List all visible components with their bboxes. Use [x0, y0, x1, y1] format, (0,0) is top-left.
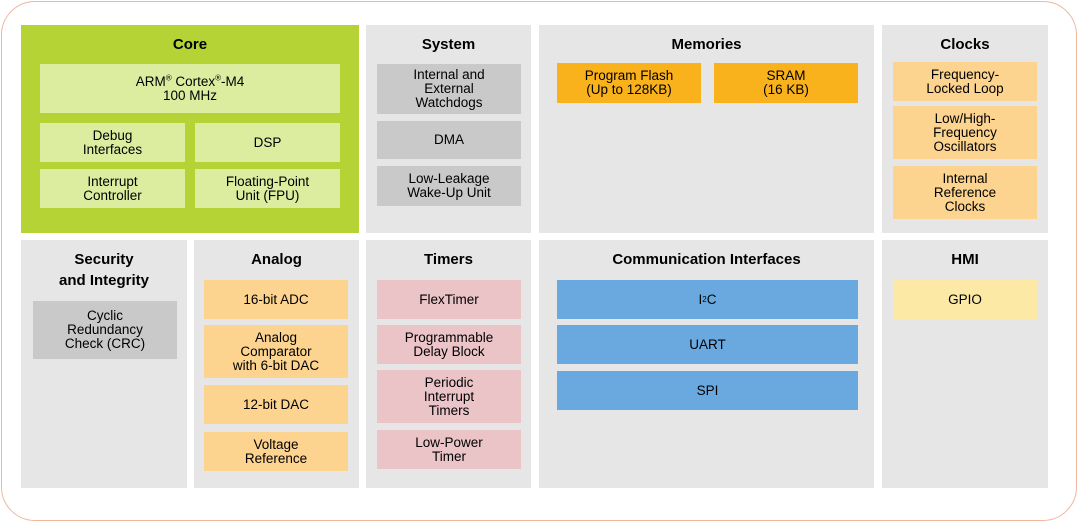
gpio-box: GPIO	[893, 280, 1037, 319]
timers-title: Timers	[424, 251, 473, 268]
hmi-panel: HMI GPIO	[882, 240, 1048, 488]
sram-box: SRAM (16 KB)	[714, 63, 858, 103]
crc-box: Cyclic Redundancy Check (CRC)	[33, 301, 177, 359]
low-power-timer-box: Low-Power Timer	[377, 430, 521, 469]
adc-box: 16-bit ADC	[204, 280, 348, 319]
hmi-title: HMI	[951, 251, 979, 268]
memories-title: Memories	[671, 36, 742, 53]
cpu-box: ARM® Cortex®-M4 100 MHz	[40, 64, 340, 113]
uart-box: UART	[557, 325, 858, 364]
fpu-box: Floating-Point Unit (FPU)	[195, 169, 340, 208]
security-title: Security and Integrity	[58, 251, 149, 289]
dsp-box: DSP	[195, 123, 340, 162]
cpu-frequency: 100 MHz	[162, 87, 218, 103]
internal-reference-clocks-box: Internal Reference Clocks	[893, 166, 1037, 219]
communication-title: Communication Interfaces	[612, 251, 801, 268]
memories-panel: Memories Program Flash (Up to 128KB) SRA…	[539, 25, 874, 233]
clocks-panel: Clocks Frequency- Locked Loop Low/High- …	[882, 25, 1048, 233]
timers-panel: Timers FlexTimer Programmable Delay Bloc…	[366, 240, 531, 488]
oscillators-box: Low/High- Frequency Oscillators	[893, 106, 1037, 159]
core-panel: Core ARM® Cortex®-M4 100 MHz Debug Inter…	[21, 25, 359, 233]
frequency-locked-loop-box: Frequency- Locked Loop	[893, 62, 1037, 101]
clocks-title: Clocks	[940, 36, 990, 53]
watchdogs-box: Internal and External Watchdogs	[377, 64, 521, 114]
core-title: Core	[172, 36, 208, 53]
program-flash-box: Program Flash (Up to 128KB)	[557, 63, 701, 103]
security-panel: Security and Integrity Cyclic Redundancy…	[21, 240, 187, 488]
programmable-delay-block-box: Programmable Delay Block	[377, 325, 521, 364]
voltage-reference-box: Voltage Reference	[204, 432, 348, 471]
analog-comparator-box: Analog Comparator with 6-bit DAC	[204, 325, 348, 378]
analog-panel: Analog 16-bit ADC Analog Comparator with…	[194, 240, 359, 488]
interrupt-controller-box: Interrupt Controller	[40, 169, 185, 208]
periodic-interrupt-timers-box: Periodic Interrupt Timers	[377, 370, 521, 423]
debug-interfaces-box: Debug Interfaces	[40, 123, 185, 162]
system-title: System	[421, 36, 476, 53]
dac-box: 12-bit DAC	[204, 385, 348, 424]
flextimer-box: FlexTimer	[377, 280, 521, 319]
cpu-name: ARM® Cortex®-M4	[135, 73, 245, 89]
analog-title: Analog	[251, 251, 302, 268]
wake-up-unit-box: Low-Leakage Wake-Up Unit	[377, 166, 521, 206]
system-panel: System Internal and External Watchdogs D…	[366, 25, 531, 233]
spi-box: SPI	[557, 371, 858, 410]
dma-box: DMA	[377, 121, 521, 159]
